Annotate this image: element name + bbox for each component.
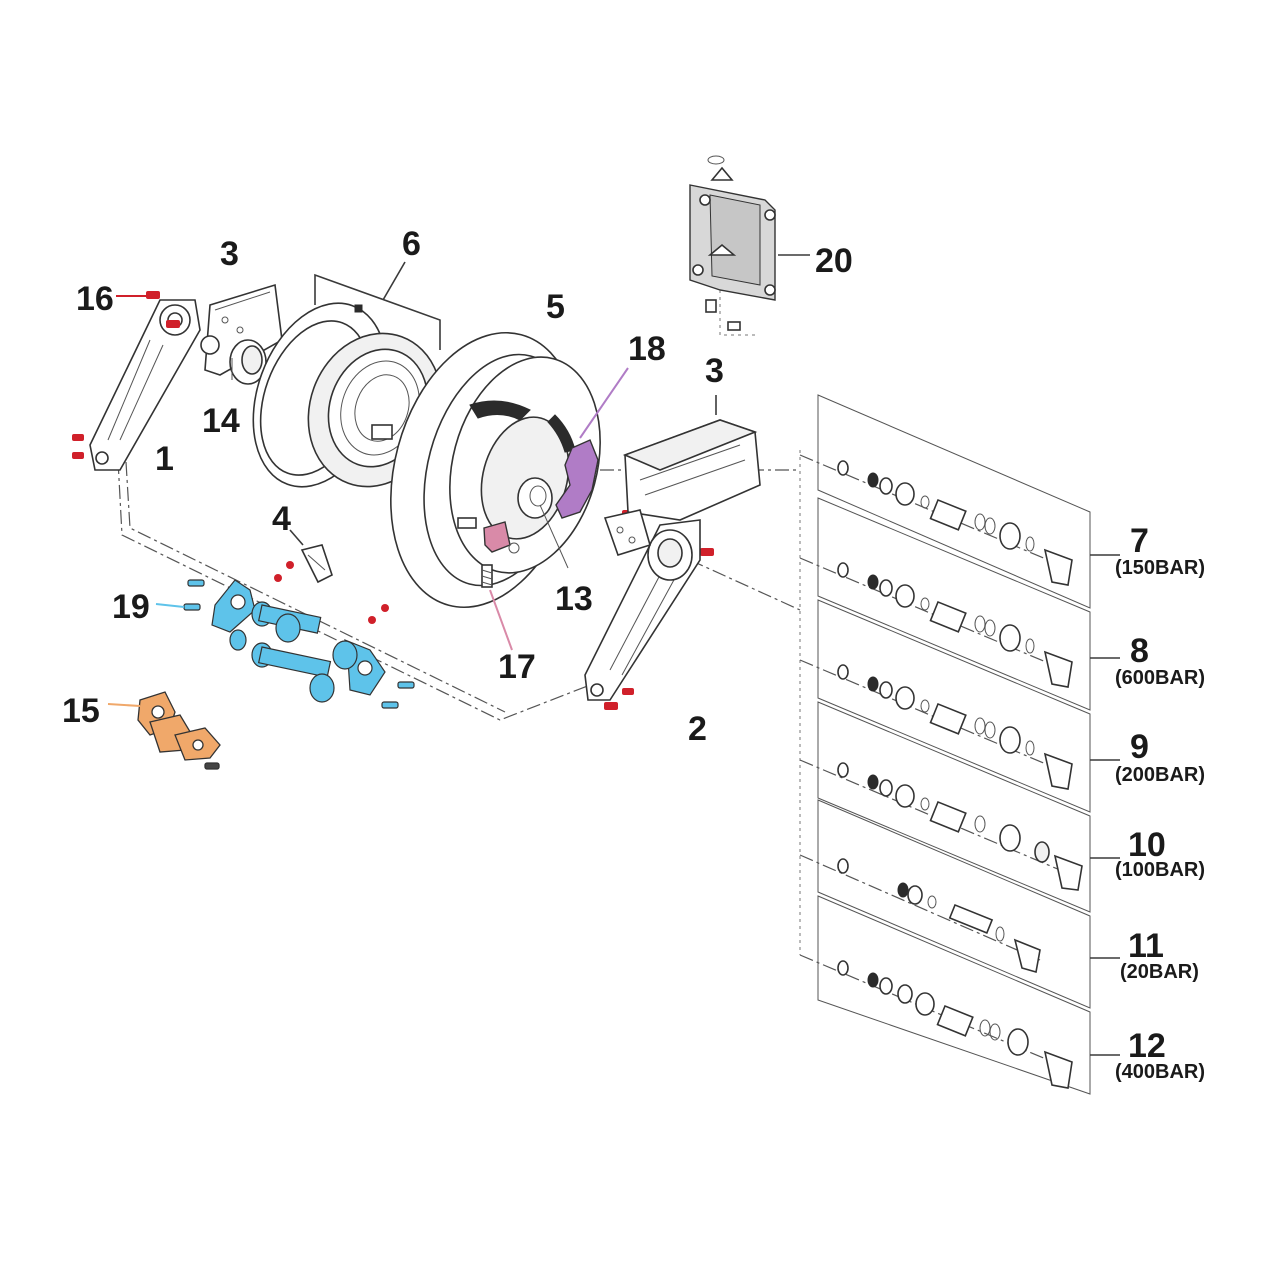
swivel-kit-panels (799, 394, 1120, 1095)
red-screw (622, 688, 634, 695)
spring-cassette (252, 261, 443, 488)
hose-clamp (107, 691, 221, 770)
blue-mounting-brackets (155, 579, 415, 709)
swivel-kit-row-8 (837, 562, 1073, 688)
red-nut (286, 561, 294, 569)
red-screw (166, 320, 180, 328)
kit-number-7: 7 (1130, 522, 1149, 560)
callout-20: 20 (815, 242, 853, 280)
ratchet-plate (555, 367, 629, 519)
red-nut (368, 616, 376, 624)
callout-15: 15 (62, 692, 100, 730)
kit-rating-7: (150BAR) (1115, 557, 1205, 579)
red-screw (72, 452, 84, 459)
swivel-kit-labels: 7 (150BAR) 8 (600BAR) 9 (200BAR) 10 (100… (1115, 522, 1205, 1083)
red-nut (274, 574, 282, 582)
swivel-kit-row-12 (837, 960, 1073, 1089)
callout-18: 18 (628, 330, 666, 368)
callout-1: 1 (155, 440, 174, 478)
callout-2: 2 (688, 710, 707, 748)
red-nut (381, 604, 389, 612)
kit-number-11: 11 (1128, 927, 1164, 965)
right-side-plate (603, 395, 761, 556)
swivel-wall-bracket (689, 155, 810, 331)
bearing (229, 339, 267, 385)
pawl-spring (481, 564, 513, 651)
kit-rating-9: (200BAR) (1115, 764, 1205, 786)
hose-drum (390, 331, 601, 609)
kit-rating-12: (400BAR) (1115, 1061, 1205, 1083)
callout-5: 5 (546, 288, 565, 326)
swivel-kit-row-11 (837, 858, 1041, 974)
callout-3-right: 3 (705, 352, 724, 390)
swivel-kit-row-7 (837, 460, 1073, 586)
callout-labels: 1 2 3 3 4 5 6 13 14 15 16 17 18 19 20 (62, 225, 853, 748)
callout-14: 14 (202, 402, 240, 440)
swivel-kit-row-9 (837, 664, 1073, 790)
red-screw (700, 548, 714, 556)
kit-number-9: 9 (1130, 728, 1149, 766)
callout-3-left: 3 (220, 235, 239, 273)
swivel-kit-row-10 (837, 762, 1083, 891)
red-screw (146, 291, 160, 299)
callout-13: 13 (555, 580, 593, 618)
hose-clip (289, 529, 333, 584)
callout-4: 4 (272, 500, 291, 538)
callout-16: 16 (76, 280, 114, 318)
callout-6: 6 (402, 225, 421, 263)
callout-19: 19 (112, 588, 150, 626)
kit-rating-8: (600BAR) (1115, 667, 1205, 689)
kit-number-8: 8 (1130, 632, 1149, 670)
right-support-arm (584, 519, 701, 701)
pawl (483, 504, 569, 569)
red-screw (604, 702, 618, 710)
kit-rating-10: (100BAR) (1115, 859, 1205, 881)
callout-17: 17 (498, 648, 536, 686)
kit-rating-11: (20BAR) (1120, 961, 1199, 983)
kit-number-10: 10 (1128, 826, 1166, 864)
left-side-plate (200, 283, 283, 376)
red-screw (72, 434, 84, 441)
kit-number-12: 12 (1128, 1027, 1166, 1065)
left-support-arm (89, 299, 201, 471)
